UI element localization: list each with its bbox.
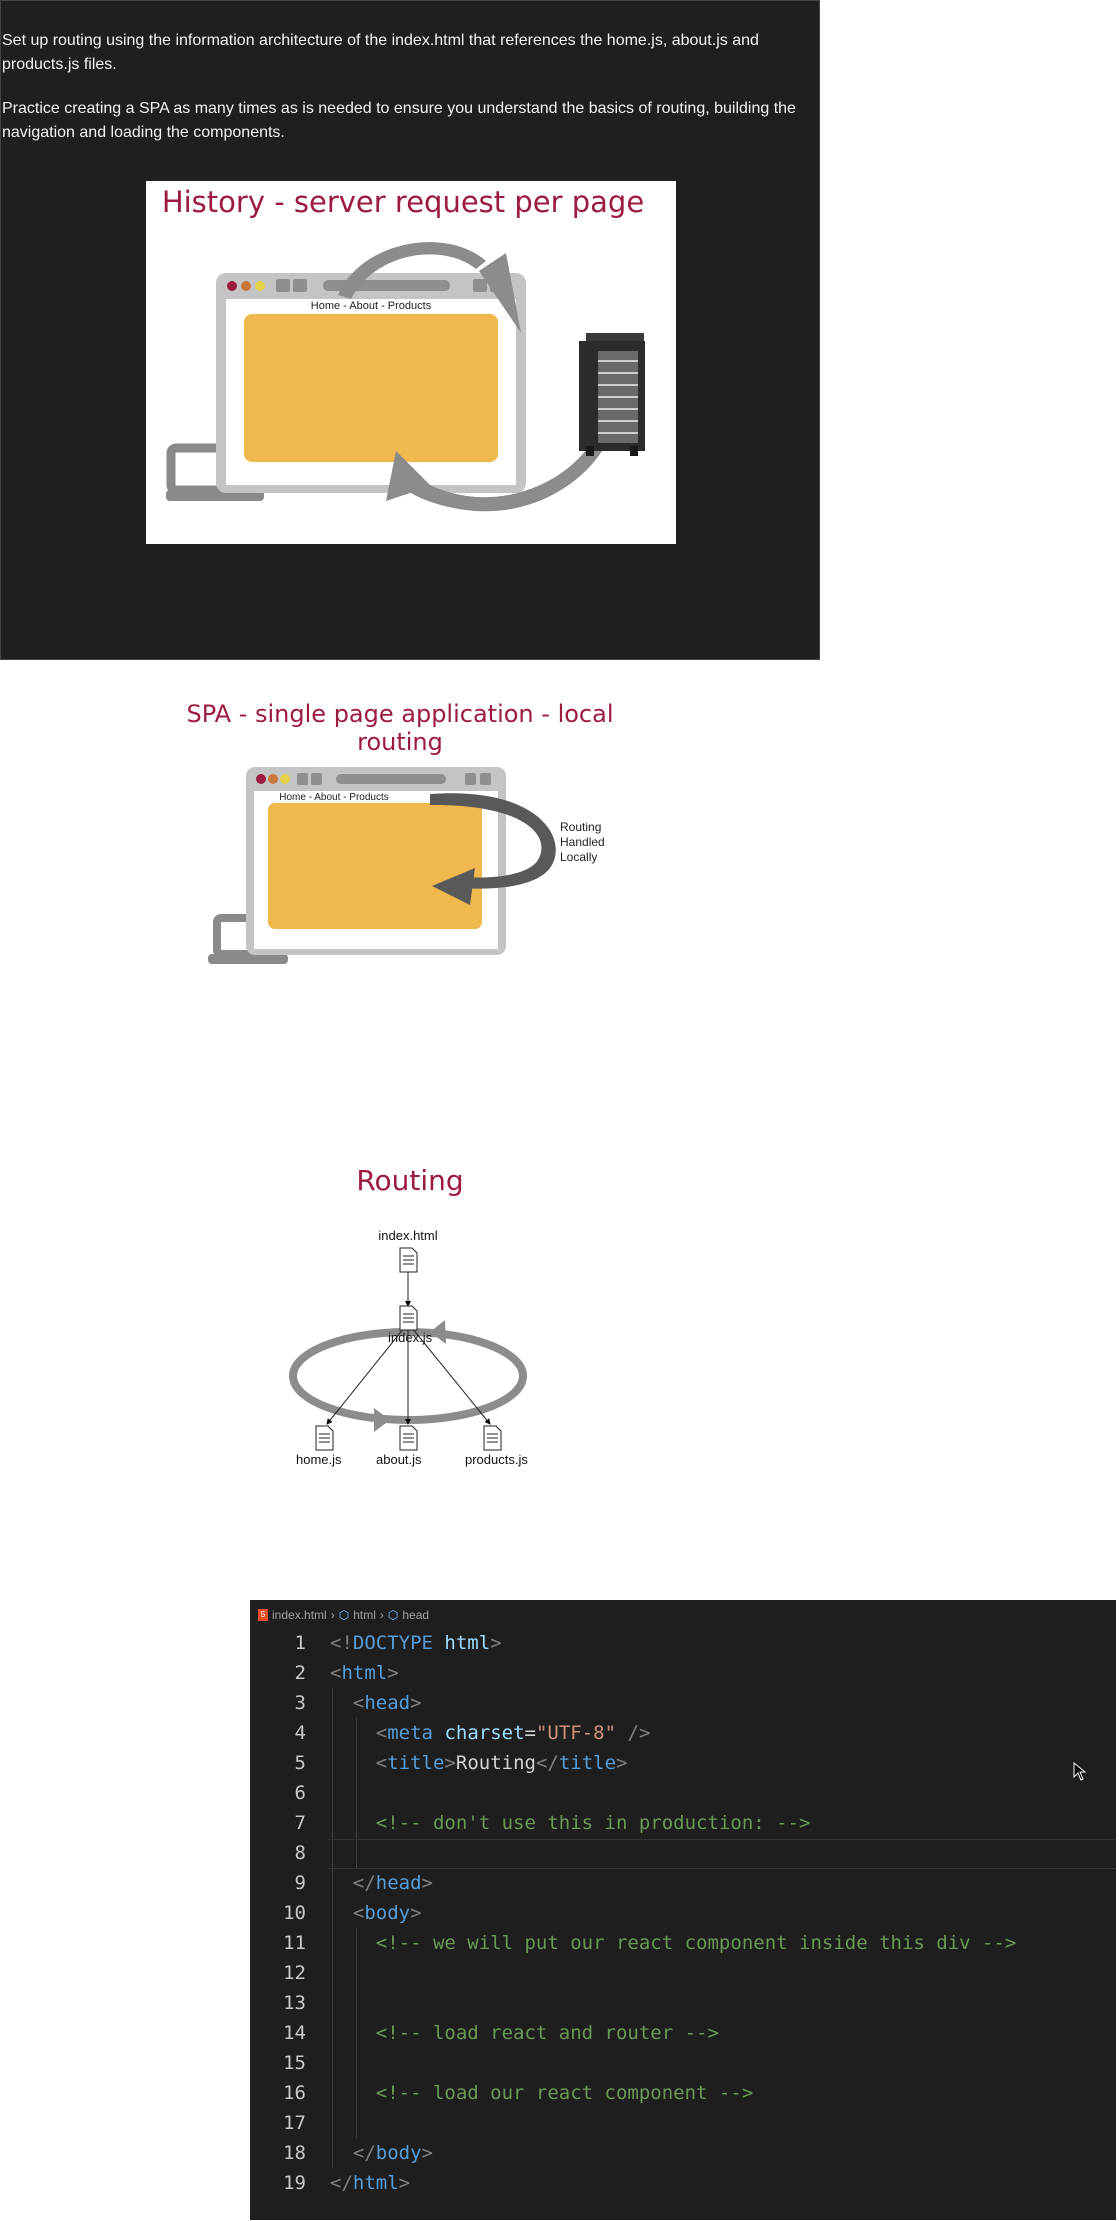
code-line-14[interactable]: 14 <!-- load react and router --> — [250, 2018, 1116, 2048]
line-number: 4 — [294, 1722, 306, 1744]
line-number: 3 — [294, 1692, 306, 1714]
loop-arrow-top — [430, 1320, 446, 1344]
history-nav-text: Home - About - Products — [310, 300, 432, 312]
line-number: 10 — [283, 1902, 306, 1924]
line-number: 15 — [283, 2052, 306, 2074]
slide-routing-title: Routing — [356, 1164, 464, 1197]
chevron-right-icon: › — [379, 1608, 384, 1622]
line-number: 13 — [283, 1992, 306, 2014]
breadcrumb: 5 index.html › ⬡ html › ⬡ head — [258, 1604, 429, 1626]
line-number: 8 — [294, 1842, 306, 1864]
line-number: 9 — [294, 1872, 306, 1894]
history-illustration — [166, 242, 645, 512]
slide-spa: SPA - single page application - local ro… — [140, 700, 680, 1010]
routing-diagram — [289, 1247, 527, 1451]
slide-routing: Routing index.html index.js home.js abou… — [270, 1160, 570, 1480]
code-line-3[interactable]: 3 <head> — [250, 1688, 1116, 1718]
label-home-js: home.js — [296, 1452, 342, 1467]
code-area[interactable]: 1<!DOCTYPE html> 2<html> 3 <head> 4 <met… — [250, 1628, 1116, 2198]
indent-guide — [356, 1718, 357, 1868]
line-number: 18 — [283, 2142, 306, 2164]
line-number: 11 — [283, 1932, 306, 1954]
line-number: 14 — [283, 2022, 306, 2044]
line-number: 16 — [283, 2082, 306, 2104]
spa-side-label: Routing Handled Locally — [560, 820, 605, 865]
spa-side-label-1: Routing — [560, 820, 602, 834]
label-products-js: products.js — [465, 1452, 528, 1467]
breadcrumb-item-file[interactable]: index.html — [272, 1608, 327, 1622]
spa-illustration — [208, 767, 556, 964]
current-line-highlight — [328, 1839, 1116, 1869]
code-line-16[interactable]: 16 <!-- load our react component --> — [250, 2078, 1116, 2108]
about-js-file-icon — [399, 1425, 418, 1451]
indent-guide — [356, 1928, 357, 2138]
breadcrumb-item-head[interactable]: head — [402, 1608, 430, 1622]
line-number: 17 — [283, 2112, 306, 2134]
html5-file-icon: 5 — [258, 1609, 268, 1621]
label-about-js: about.js — [376, 1452, 422, 1467]
slide-history: History - server request per page — [146, 181, 676, 544]
slide-spa-title: SPA - single page application - local ro… — [186, 700, 614, 756]
line-number: 2 — [294, 1662, 306, 1684]
cube-icon: ⬡ — [387, 1608, 399, 1622]
intro-paragraph-1: Set up routing using the information arc… — [2, 32, 759, 73]
code-line-5[interactable]: 5 <title>Routing</title> — [250, 1748, 1116, 1778]
code-line-18[interactable]: 18 </body> — [250, 2138, 1116, 2168]
index-html-file-icon — [399, 1247, 418, 1273]
code-line-7[interactable]: 7 <!-- don't use this in production: --> — [250, 1808, 1116, 1838]
browser-window-icon — [216, 273, 526, 493]
spa-side-label-2: Handled — [560, 835, 605, 849]
line-number: 6 — [294, 1782, 306, 1804]
products-js-file-icon — [483, 1425, 502, 1451]
code-line-19[interactable]: 19</html> — [250, 2168, 1116, 2198]
loop-arrow-bottom — [374, 1408, 390, 1432]
home-js-file-icon — [315, 1425, 334, 1451]
cube-icon: ⬡ — [338, 1608, 350, 1622]
code-line-1[interactable]: 1<!DOCTYPE html> — [250, 1628, 1116, 1658]
chevron-right-icon: › — [330, 1608, 335, 1622]
code-line-10[interactable]: 10 <body> — [250, 1898, 1116, 1928]
server-icon — [579, 333, 645, 456]
code-editor[interactable]: 5 index.html › ⬡ html › ⬡ head 1<!DOCTYP… — [250, 1600, 1116, 2220]
spa-nav-text: Home - About - Products — [279, 792, 389, 803]
mouse-cursor-icon — [1073, 1762, 1087, 1781]
intro-panel: Set up routing using the information arc… — [0, 0, 820, 660]
code-line-4[interactable]: 4 <meta charset="UTF-8" /> — [250, 1718, 1116, 1748]
browser-window-icon — [246, 767, 506, 955]
code-line-12[interactable]: 12 — [250, 1958, 1116, 1988]
spa-side-label-3: Locally — [560, 850, 598, 864]
request-arrows — [338, 242, 616, 512]
code-line-6[interactable]: 6 — [250, 1778, 1116, 1808]
code-line-9[interactable]: 9 </head> — [250, 1868, 1116, 1898]
line-number: 5 — [294, 1752, 306, 1774]
code-line-11[interactable]: 11 <!-- we will put our react component … — [250, 1928, 1116, 1958]
code-line-8[interactable]: 8 — [250, 1838, 1116, 1868]
line-number: 1 — [294, 1632, 306, 1654]
line-number: 7 — [294, 1812, 306, 1834]
line-number: 12 — [283, 1962, 306, 1984]
indent-guide — [332, 1688, 333, 2168]
label-index-html: index.html — [378, 1228, 438, 1243]
local-routing-arrow — [430, 793, 556, 905]
code-line-17[interactable]: 17 — [250, 2108, 1116, 2138]
slide-history-title: History - server request per page — [161, 185, 645, 219]
label-index-js: index.js — [388, 1330, 433, 1345]
code-line-13[interactable]: 13 — [250, 1988, 1116, 2018]
breadcrumb-item-html[interactable]: html — [353, 1608, 376, 1622]
intro-paragraph-2: Practice creating a SPA as many times as… — [2, 100, 796, 141]
code-line-2[interactable]: 2<html> — [250, 1658, 1116, 1688]
code-line-15[interactable]: 15 — [250, 2048, 1116, 2078]
index-js-file-icon — [399, 1305, 418, 1331]
line-number: 19 — [283, 2172, 306, 2194]
